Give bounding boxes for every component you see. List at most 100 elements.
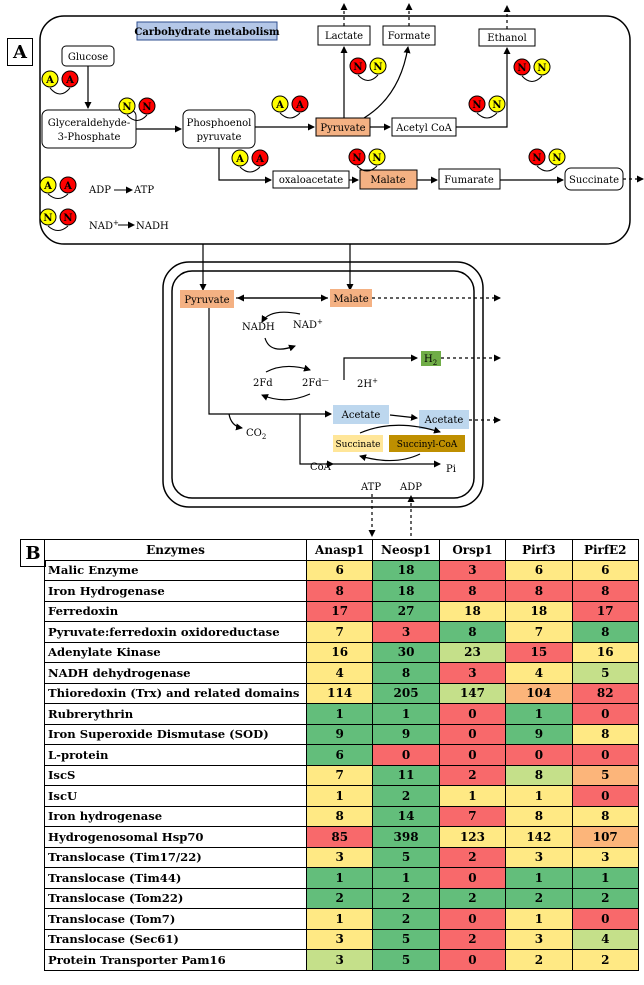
count-cell: 1: [305, 867, 374, 889]
count-cell: 0: [571, 744, 639, 766]
org-acetate-outer-label: Acetate: [424, 415, 464, 426]
count-cell: 0: [505, 744, 573, 766]
count-cell: 2: [505, 949, 573, 971]
cofactor-curve-1: [49, 87, 71, 95]
count-cell: 142: [505, 826, 573, 848]
legend-nadh-letter: N: [63, 213, 72, 224]
count-cell: 398: [372, 826, 440, 848]
cofactor-nadh-3: [513, 58, 531, 76]
count-cell: 7: [505, 621, 573, 643]
org-acetate-outer-box: [419, 410, 469, 429]
node-ethanol-label: Ethanol: [487, 33, 526, 44]
org-pi-label: Pi: [446, 464, 456, 475]
count-cell: 3: [305, 846, 374, 868]
enzyme-name-cell: Ferredoxin: [44, 600, 307, 622]
node-fumarate-label: Fumarate: [444, 175, 494, 186]
enzyme-table: Enzymes Anasp1 Neosp1 Orsp1 Pirf3 PirfE2…: [44, 539, 639, 971]
count-cell: 1: [305, 785, 374, 807]
count-cell: 1: [505, 908, 573, 930]
cofactor-nadh-4-label: N: [472, 100, 481, 111]
count-cell: 4: [571, 928, 639, 950]
count-cell: 0: [438, 908, 507, 930]
count-cell: 9: [372, 723, 440, 745]
count-cell: 9: [305, 723, 374, 745]
enzyme-name-cell: Translocase (Sec61): [44, 928, 307, 950]
count-cell: 14: [372, 805, 440, 827]
count-cell: 9: [505, 723, 573, 745]
org-acetate-inner-label: Acetate: [341, 410, 381, 421]
count-cell: 2: [438, 928, 507, 950]
org-co2-label: CO2: [246, 428, 266, 441]
node-fumarate: [438, 168, 501, 190]
count-cell: 1: [505, 867, 573, 889]
count-cell: 15: [505, 641, 573, 663]
arrow-pyruvate-formate: [363, 46, 411, 119]
cofactor-curve-5: [521, 75, 543, 82]
count-cell: 8: [505, 805, 573, 827]
count-cell: 2: [305, 887, 374, 909]
org-h2-box: [421, 351, 441, 366]
count-cell: 1: [372, 703, 440, 725]
count-cell: 1: [305, 908, 374, 930]
cofactor-atp-1: [61, 70, 79, 88]
count-cell: 1: [305, 703, 374, 725]
enzyme-name-cell: Protein Transporter Pam16: [44, 949, 307, 971]
legend-curve-2: [47, 225, 69, 231]
pathway-diagram: Carbohydrate metabolism Glucose Glyceral…: [39, 3, 644, 537]
header-pirf3: Pirf3: [505, 539, 573, 561]
cofactor-nad-6-label: N: [552, 153, 561, 164]
count-cell: 5: [571, 764, 639, 786]
org-nad-cycle-top: [261, 311, 301, 323]
count-cell: 30: [372, 641, 440, 663]
count-cell: 18: [372, 559, 440, 581]
cofactor-adp-1-label: A: [45, 75, 54, 86]
node-succinate-label: Succinate: [569, 175, 619, 186]
count-cell: 0: [571, 785, 639, 807]
count-cell: 18: [438, 600, 507, 622]
count-cell: 5: [372, 949, 440, 971]
cofactor-nad-4-label: N: [492, 100, 501, 111]
count-cell: 2: [571, 949, 639, 971]
count-cell: 8: [372, 662, 440, 684]
header-pirfe2: PirfE2: [571, 539, 639, 561]
header-enzymes: Enzymes: [44, 539, 307, 561]
node-acetyl-coa-label: Acetyl CoA: [395, 123, 452, 134]
count-cell: 27: [372, 600, 440, 622]
count-cell: 3: [372, 621, 440, 643]
node-pyruvate-label: Pyruvate: [320, 123, 365, 134]
enzyme-name-cell: Rubrerythrin: [44, 703, 307, 725]
count-cell: 7: [438, 805, 507, 827]
cofactor-nad-6: [548, 148, 566, 166]
node-pep-label-1: Phosphoenol: [187, 118, 252, 129]
count-cell: 5: [372, 928, 440, 950]
enzyme-name-cell: NADH dehydrogenase: [44, 662, 307, 684]
count-cell: 114: [305, 682, 374, 704]
org-pyruvate-label: Pyruvate: [184, 295, 229, 306]
node-glucose-label: Glucose: [68, 52, 108, 63]
count-cell: 8: [571, 805, 639, 827]
count-cell: 18: [372, 580, 440, 602]
cofactor-curve-3: [279, 112, 301, 119]
count-cell: 5: [372, 846, 440, 868]
count-cell: 7: [305, 764, 374, 786]
count-cell: 8: [505, 580, 573, 602]
enzyme-name-cell: Pyruvate:ferredoxin oxidoreductase: [44, 621, 307, 643]
count-cell: 1: [505, 785, 573, 807]
enzyme-name-cell: IscU: [44, 785, 307, 807]
count-cell: 8: [438, 580, 507, 602]
org-nad-label: NAD+: [293, 318, 323, 331]
arrow-acetylcoa-ethanol: [456, 47, 511, 128]
count-cell: 3: [305, 949, 374, 971]
